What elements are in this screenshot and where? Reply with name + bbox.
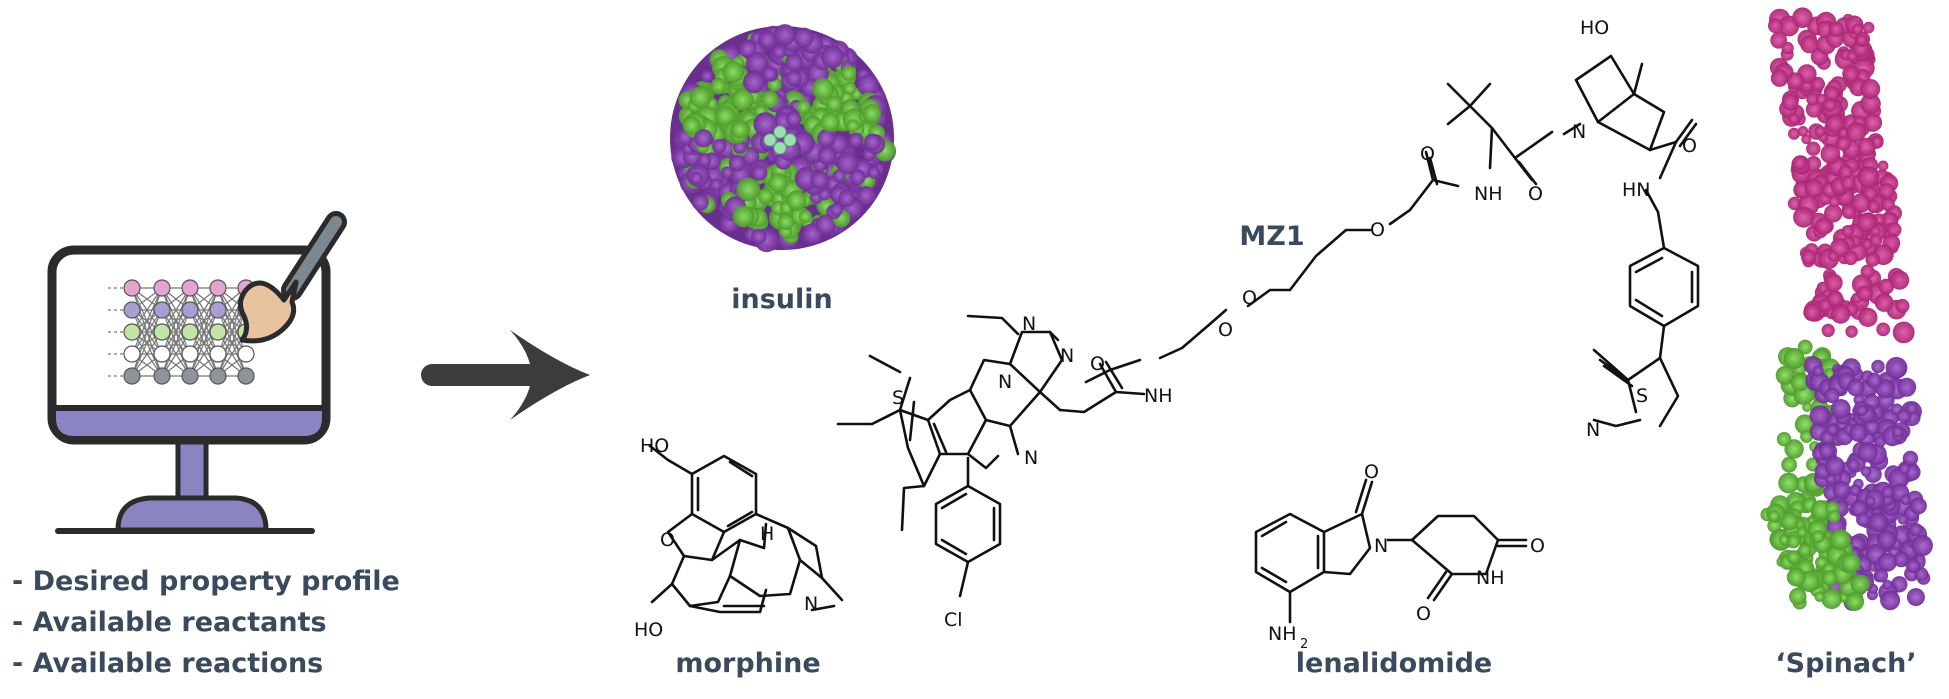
morphine-ho-1: HO (640, 435, 669, 457)
mz1-n-thiazole: N (1586, 419, 1600, 441)
mz1-o-2: O (1682, 135, 1697, 157)
morphine-h: H (760, 523, 774, 545)
nn-node (237, 345, 255, 363)
mz1-o-ether-1: O (1370, 219, 1385, 241)
nn-node (153, 345, 171, 363)
mz1-n-2: N (1060, 345, 1074, 367)
mz1-ho-atom: HO (1580, 17, 1609, 39)
morphine-label: morphine (675, 648, 820, 679)
mz1-n-3: N (998, 371, 1012, 393)
nn-node (181, 323, 199, 341)
lenalidomide-nh: NH (1476, 567, 1505, 589)
mz1-s-thiazole: S (1636, 385, 1648, 407)
mz1-o-3: O (1420, 143, 1435, 165)
input-item-property-profile: - Desired property profile (12, 566, 400, 597)
mz1-o-1: O (1528, 183, 1543, 205)
mz1-o-ether-3: O (1218, 319, 1233, 341)
mz1-nh-1: NH (1474, 183, 1503, 205)
mz1-n-1: N (1022, 313, 1036, 335)
lenalidomide-subscript: 2 (1300, 637, 1308, 652)
nn-node (123, 301, 141, 319)
morphine-o: O (660, 529, 675, 551)
lenalidomide-o-3: O (1416, 603, 1431, 625)
spinach-structure (1760, 7, 1933, 611)
nn-node (153, 279, 171, 297)
nn-node (237, 367, 255, 385)
nn-node (123, 323, 141, 341)
nn-node (153, 323, 171, 341)
nn-node (209, 279, 227, 297)
nn-node (209, 301, 227, 319)
mz1-o-4: O (1090, 353, 1105, 375)
input-list: - Desired property profile - Available r… (12, 566, 400, 679)
mz1-nh-2: NH (1144, 385, 1173, 407)
lenalidomide-n: N (1374, 535, 1388, 557)
mz1-n-4: N (1024, 447, 1038, 469)
mz1-s-1: S (892, 387, 904, 409)
nn-node (153, 367, 171, 385)
right-arrow-icon (421, 330, 590, 420)
nn-node (181, 367, 199, 385)
morphine-ho-2: HO (634, 619, 663, 641)
nn-node (123, 367, 141, 385)
mz1-hn: HN (1622, 179, 1651, 201)
nn-node (209, 367, 227, 385)
mz1-cl: Cl (944, 609, 963, 631)
lenalidomide-nh2: NH (1268, 623, 1297, 645)
insulin-structure (670, 24, 897, 253)
lenalidomide-o-2: O (1530, 535, 1545, 557)
mz1-structure: HO N O O NH O HN O O O O NH N N N N S Cl… (836, 17, 1700, 631)
mz1-o-ether-2: O (1242, 287, 1257, 309)
morphine-n: N (804, 593, 818, 615)
input-item-reactants: - Available reactants (12, 607, 327, 638)
nn-node (153, 301, 171, 319)
nn-node (123, 279, 141, 297)
mz1-n-proline: N (1572, 121, 1586, 143)
lenalidomide-o-1: O (1364, 461, 1379, 483)
spinach-label: ‘Spinach’ (1775, 648, 1916, 679)
lenalidomide-structure: O N O NH O NH 2 (1254, 461, 1545, 652)
nn-node (209, 323, 227, 341)
nn-node (181, 301, 199, 319)
input-item-reactions: - Available reactions (12, 648, 323, 679)
nn-node (181, 279, 199, 297)
paint-brush-icon (238, 211, 347, 344)
nn-node (181, 345, 199, 363)
neural-network-nodes (123, 279, 255, 385)
lenalidomide-label: lenalidomide (1296, 648, 1492, 679)
insulin-label: insulin (731, 284, 833, 315)
morphine-structure: HO O H N HO (634, 435, 844, 641)
nn-node (209, 345, 227, 363)
nn-node (123, 345, 141, 363)
mz1-label: MZ1 (1239, 221, 1304, 252)
generative-model-monitor-icon (47, 211, 347, 534)
